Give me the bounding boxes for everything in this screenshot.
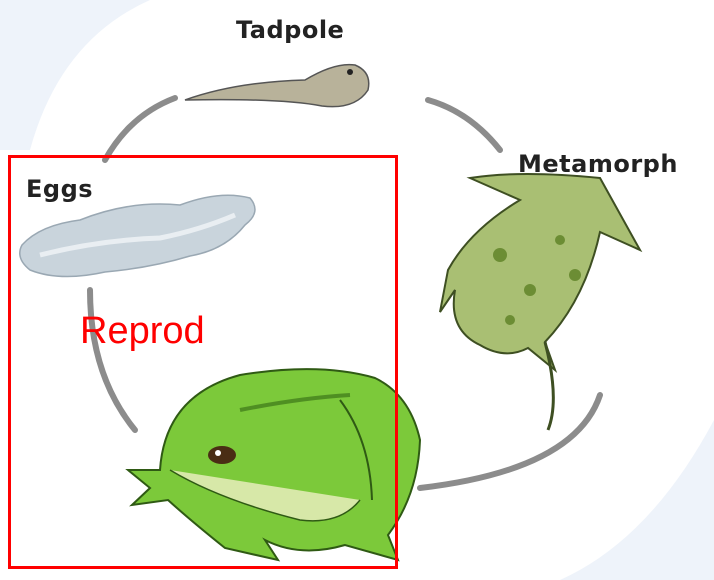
label-tadpole: Tadpole [236, 16, 344, 44]
metamorph-illustration [440, 174, 640, 430]
label-metamorph: Metamorph [518, 150, 678, 178]
arrow-metamorph-to-adult [420, 395, 600, 488]
tadpole-illustration [185, 65, 369, 107]
annotation-reprod: Reprod [80, 310, 205, 353]
arrow-eggs-to-tadpole [105, 98, 175, 160]
arrow-tadpole-to-metamorph [428, 100, 500, 150]
highlight-box [8, 155, 398, 569]
